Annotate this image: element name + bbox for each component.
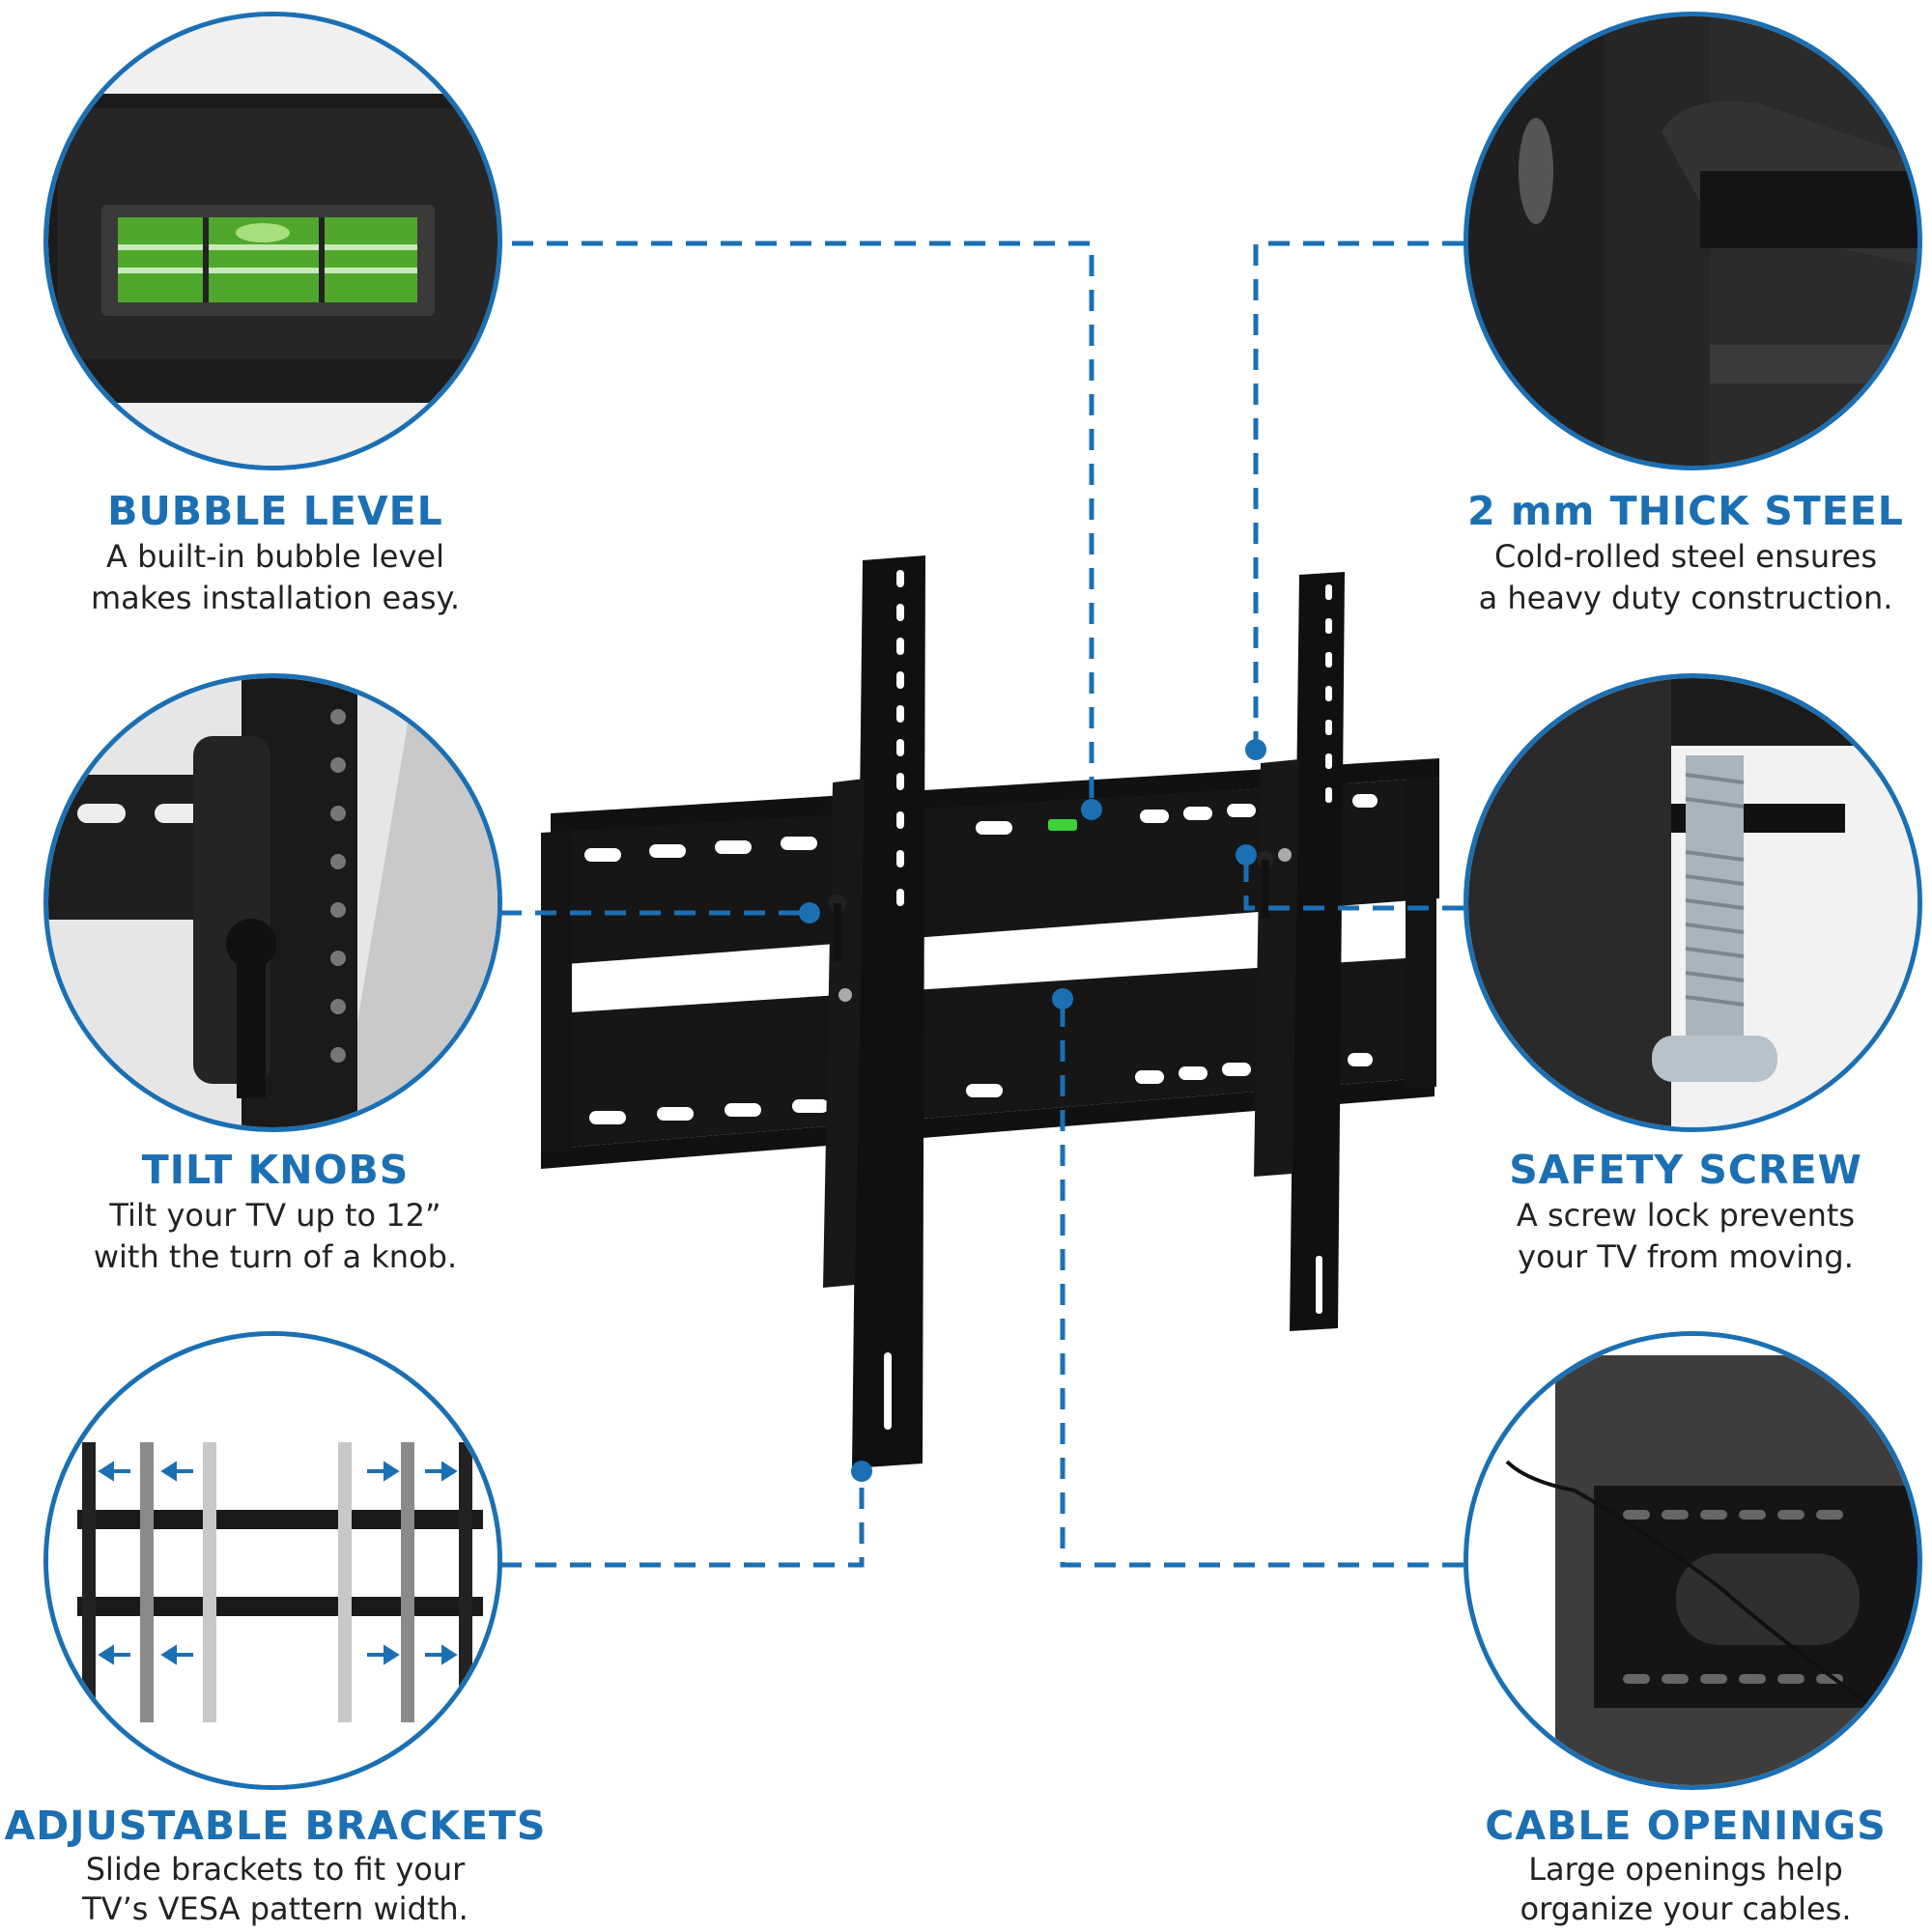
thick-steel-desc-line-1: Cold-rolled steel ensures: [1493, 538, 1878, 575]
thick-steel-desc-line-2: a heavy duty construction.: [1478, 580, 1893, 616]
callout-line-cable-openings: [1060, 1001, 1463, 1568]
callout-dot-bubble-level: [1081, 799, 1102, 820]
callout-dot-cable-openings: [1052, 988, 1073, 1009]
adjustable-brackets-desc-line-2: TV’s VESA pattern width.: [82, 1890, 469, 1927]
tilt-knob-icon: [48, 678, 497, 1127]
safety-screw-desc-line-1: A screw lock prevents: [1516, 1197, 1856, 1234]
safety-screw-icon: [1468, 678, 1918, 1127]
bubble-level-photo: [43, 12, 502, 470]
callout-line-bubble-level: [512, 241, 1094, 811]
bubble-level-icon: [48, 16, 497, 466]
cable-openings-photo: [1463, 1331, 1922, 1790]
cable-openings-desc-line-2: organize your cables.: [1520, 1890, 1852, 1927]
bubble-level-desc-line-2: makes installation easy.: [90, 580, 461, 616]
thick-steel-photo: [1463, 12, 1922, 470]
tilt-knobs-desc-line-2: with the turn of a knob.: [93, 1238, 458, 1275]
callout-line-safety-screw: [1243, 857, 1463, 911]
callout-line-adjustable-brackets: [500, 1473, 865, 1568]
adjustable-brackets-photo: [43, 1331, 502, 1790]
cable-openings-title: CABLE OPENINGS: [1485, 1803, 1887, 1849]
safety-screw-desc-line-2: your TV from moving.: [1518, 1238, 1854, 1275]
adjustable-brackets-icon: [48, 1336, 497, 1785]
cable-openings-desc-line-1: Large openings help: [1528, 1851, 1843, 1888]
adjustable-brackets-desc-line-1: Slide brackets to fit your: [85, 1851, 466, 1888]
callout-dot-tilt-knobs: [799, 902, 820, 923]
tilt-knobs-title: TILT KNOBS: [141, 1147, 410, 1193]
callout-dot-safety-screw: [1236, 844, 1257, 866]
thick-steel-title: 2 mm THICK STEEL: [1467, 488, 1904, 534]
tv-wall-mount-icon: [541, 555, 1439, 1468]
steel-bracket-icon: [1468, 16, 1918, 466]
safety-screw-photo: [1463, 673, 1922, 1132]
bubble-level-title: BUBBLE LEVEL: [107, 488, 443, 534]
safety-screw-title: SAFETY SCREW: [1509, 1147, 1862, 1193]
tilt-knobs-desc-line-1: Tilt your TV up to 12”: [109, 1197, 441, 1234]
bubble-level-desc-line-1: A built-in bubble level: [106, 538, 444, 575]
callout-dot-adjustable-brackets: [851, 1461, 872, 1482]
tilt-knobs-photo: [43, 673, 502, 1132]
callout-dot-thick-steel: [1245, 739, 1266, 760]
adjustable-brackets-title: ADJUSTABLE BRACKETS: [4, 1803, 547, 1849]
cable-openings-icon: [1468, 1336, 1918, 1785]
